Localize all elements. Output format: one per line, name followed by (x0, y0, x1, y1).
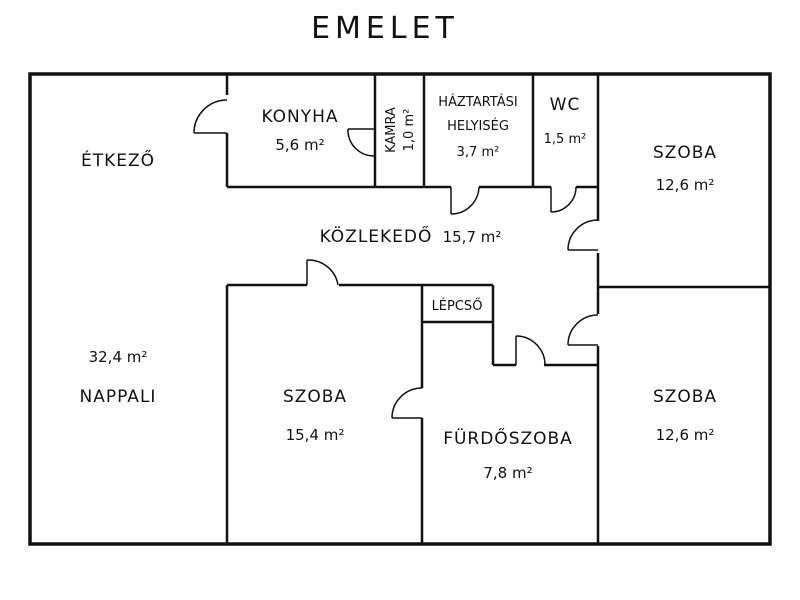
room-name-haztartasi-line2: HELYISÉG (447, 118, 509, 134)
room-name-furdoszoba: FÜRDŐSZOBA (443, 427, 573, 449)
door-swing-szoba-se (567, 314, 599, 346)
room-area-szoba-ne: 12,6 m² (656, 176, 715, 194)
outer-wall (28, 72, 772, 546)
room-area-nappali: 32,4 m² (89, 348, 148, 366)
door-swing-wc (550, 186, 577, 213)
room-area-wc: 1,5 m² (544, 132, 587, 147)
room-area-kamra: 1,0 m² (402, 109, 417, 152)
room-name-kamra: KAMRA (384, 107, 399, 153)
room-name-nappali: NAPPALI (80, 387, 157, 407)
room-area-furdoszoba: 7,8 m² (483, 464, 532, 482)
floor-title: EMELET (311, 11, 459, 46)
room-name-szoba-center: SZOBA (283, 387, 347, 407)
room-area-szoba-center: 15,4 m² (286, 426, 345, 444)
door-swing-konyha (347, 128, 375, 157)
door-swing-konyha-west (193, 99, 228, 134)
door-swing-szoba-center-top (306, 259, 339, 286)
room-area-kozlekedo: 15,7 m² (443, 228, 502, 246)
room-name-etkezo: ÉTKEZŐ (81, 149, 155, 171)
room-name-kozlekedo: KÖZLEKEDŐ (320, 225, 433, 247)
room-name-konyha: KONYHA (261, 107, 338, 127)
door-swing-furdoszoba (515, 335, 546, 366)
room-area-szoba-se: 12,6 m² (656, 426, 715, 444)
room-name-wc: WC (550, 95, 581, 115)
door-swing-szoba-ne (567, 219, 599, 251)
door-swing-szoba-center-east (391, 387, 423, 419)
room-area-konyha: 5,6 m² (275, 136, 324, 154)
door-swing-haztartasi (450, 186, 480, 215)
doors (193, 95, 601, 419)
room-name-haztartasi-line1: HÁZTARTÁSI (438, 94, 517, 110)
room-area-haztartasi: 3,7 m² (457, 145, 500, 160)
room-name-szoba-se: SZOBA (653, 387, 717, 407)
room-name-lepcso: LÉPCSŐ (432, 298, 483, 314)
room-name-szoba-ne: SZOBA (653, 143, 717, 163)
